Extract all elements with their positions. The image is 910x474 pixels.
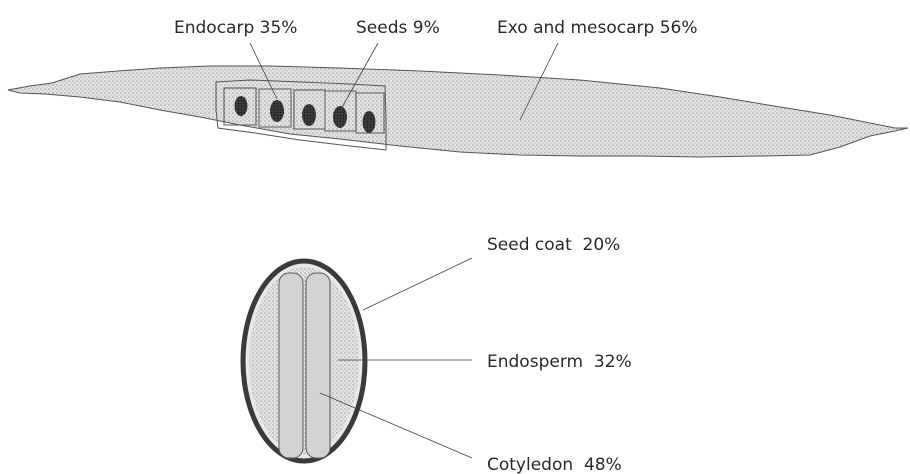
cotyledon-right bbox=[306, 273, 330, 458]
seed-section: Seed coat 20% Endosperm 32% Cotyledon 48… bbox=[243, 235, 632, 474]
endosperm-region bbox=[249, 267, 359, 455]
seed-coat-leader-line bbox=[363, 258, 472, 310]
pod-seed bbox=[363, 111, 376, 133]
pod-seed bbox=[302, 104, 316, 126]
exo-mesocarp-label: Exo and mesocarp 56% bbox=[497, 18, 697, 38]
seed-coat-label: Seed coat 20% bbox=[487, 235, 620, 255]
pod-seed bbox=[333, 106, 347, 128]
cotyledon-left bbox=[279, 273, 303, 458]
seeds-label: Seeds 9% bbox=[356, 18, 440, 38]
cotyledon-label: Cotyledon 48% bbox=[487, 455, 622, 474]
pod-seed bbox=[270, 100, 284, 122]
pod-exo-mesocarp-body bbox=[8, 66, 908, 157]
pod-section: Endocarp 35% Seeds 9% Exo and mesocarp 5… bbox=[8, 18, 908, 157]
endocarp-label: Endocarp 35% bbox=[174, 18, 297, 38]
pod-seed bbox=[235, 96, 248, 116]
endosperm-label: Endosperm 32% bbox=[487, 352, 632, 372]
